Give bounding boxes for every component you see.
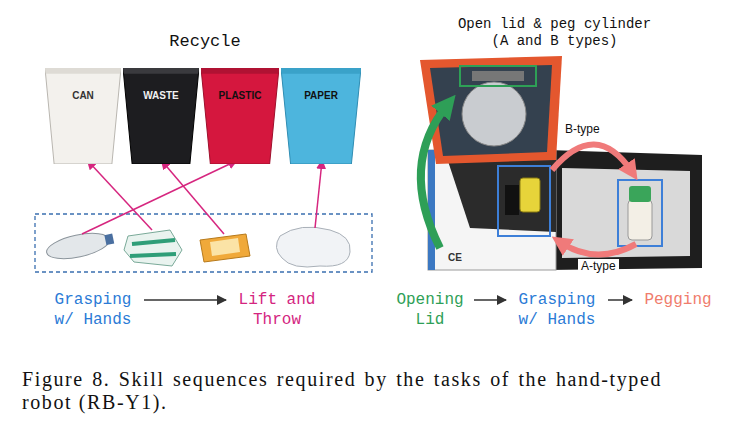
sort-arrow [88,161,152,230]
mark-label: CE [448,252,462,264]
skill-label: Grasping w/ Hands [48,290,138,330]
plastic-bin: PLASTIC [201,68,279,164]
skill-text: Opening Lid [392,290,468,330]
bin-shape [281,68,361,164]
lid-window [462,82,526,146]
type-label: A-type [578,259,619,273]
peg-arrow [552,144,632,172]
can-stripe [130,240,176,256]
handle-box [460,66,536,86]
snack-wrapper [200,234,250,262]
bin-label: WASTE [123,68,199,102]
can-bin: CAN [45,68,121,164]
type-label: B-type [562,122,603,136]
a-box [498,166,550,236]
lid-handle [472,71,524,81]
wrapper-stripe [210,238,240,256]
items-box [35,214,372,272]
peg-arrow [560,242,636,255]
waste-bin: WASTE [123,68,199,164]
bin-rim [201,68,279,74]
bin-body [201,68,279,164]
bin-body [281,68,361,164]
cylinder [520,178,540,212]
crushed-can [124,230,182,266]
skill-text: Grasping w/ Hands [512,290,602,330]
open-arrow [421,104,448,248]
cavity [445,152,556,232]
skill-label: Pegging [638,290,718,310]
panel-title: Open lid & peg cylinder (A and B types) [452,16,657,50]
sort-arrow [82,161,236,234]
bottle-cap [104,234,114,245]
bin-rim [123,68,199,74]
bin-rim [281,68,361,74]
bin-shape [123,68,199,164]
bin-label: PAPER [281,68,361,102]
skill-text: Lift and Throw [232,290,322,330]
machine-body [428,150,556,270]
flow-arrow [474,299,506,301]
paper-bin: PAPER [281,68,361,164]
b-box [618,180,662,246]
peg-hole [505,185,519,215]
bin-label: CAN [45,68,121,102]
bin-rim [45,68,121,74]
skill-label: Lift and Throw [232,290,322,330]
skill-label: Opening Lid [392,290,468,330]
bottle [44,229,111,264]
lid-inner [430,65,552,156]
tray-panel [562,168,690,258]
skill-text: Pegging [638,290,718,310]
flow-arrow [144,299,226,301]
bin-shape [45,68,121,164]
bin-body [45,68,121,164]
skill-label: Grasping w/ Hands [512,290,602,330]
bin-shape [201,68,279,164]
plastic-bag [276,227,350,267]
panel-title: Recycle [155,32,255,52]
tray [548,150,702,270]
figure-caption: Figure 8. Skill sequences required by th… [22,368,662,414]
sort-arrow [162,161,224,234]
bottle-cylinder [628,200,652,240]
bin-label: PLASTIC [201,68,279,102]
bin-body [123,68,199,164]
flow-arrow [608,299,632,301]
skill-text: Grasping w/ Hands [48,290,138,330]
cylinder-cap [629,186,651,202]
sort-arrow [315,161,322,228]
